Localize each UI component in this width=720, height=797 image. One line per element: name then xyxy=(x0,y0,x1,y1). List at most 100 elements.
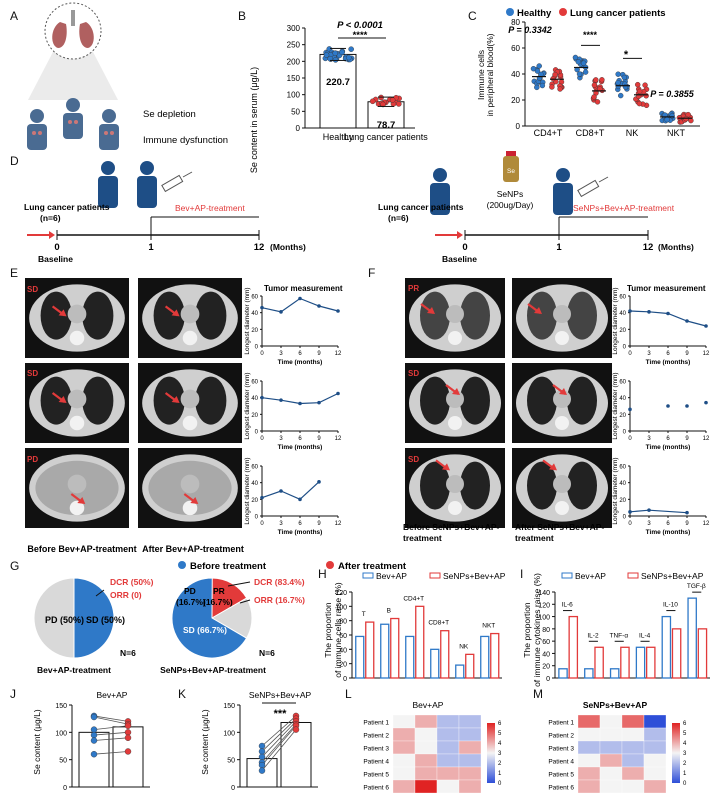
bar-category-label: T xyxy=(362,611,366,618)
c-point xyxy=(557,86,563,92)
chart-point xyxy=(298,401,302,406)
bar-i xyxy=(671,628,682,679)
heatmap-cell xyxy=(458,766,482,781)
ct-lung-right xyxy=(567,291,597,340)
chart-xtick-label: 12 xyxy=(703,521,710,527)
chart-point xyxy=(647,310,651,314)
ct-spine xyxy=(555,416,569,430)
b-ytick-label: 0 xyxy=(296,124,301,133)
d-left-unit: (Months) xyxy=(270,242,306,252)
ct-spine xyxy=(69,415,85,431)
chart-point xyxy=(685,510,689,515)
b-point xyxy=(348,46,354,52)
f-caption-before-2: treatment xyxy=(403,533,442,543)
chart-xtick-label: 0 xyxy=(260,351,264,357)
ct-image-before xyxy=(25,448,129,528)
b-point xyxy=(389,97,396,103)
chart-ylabel: Longest diameter (mm) xyxy=(612,372,619,439)
m-title: SeNPs+Bev+AP xyxy=(583,700,648,710)
heatmap-cell xyxy=(458,779,482,794)
h-legend-bev: Bev+AP xyxy=(376,571,407,581)
ct-mediastinum xyxy=(180,474,200,494)
paired-line xyxy=(93,731,129,736)
bar-h xyxy=(405,635,415,679)
panel-k: SeNPs+Bev+AP Se content (μg/L) *** 05010… xyxy=(200,690,318,792)
chart-xtick-label: 12 xyxy=(335,351,342,357)
ct-spine xyxy=(182,415,198,431)
heatmap-cell xyxy=(621,766,645,781)
d-right-n: (n=6) xyxy=(388,213,409,223)
c-ylabel-line1: Immune cells xyxy=(476,50,486,100)
heatmap-scale-label: 4 xyxy=(498,741,502,747)
c-point xyxy=(618,92,624,99)
ct-mediastinum xyxy=(67,474,87,494)
chart-xtick-label: 3 xyxy=(647,436,651,442)
ct-arrow-head xyxy=(190,497,199,504)
e-chart-title: Tumor measurement xyxy=(264,284,343,293)
b-point xyxy=(323,52,330,58)
bar-ytick-label: 0 xyxy=(343,676,347,683)
b-point xyxy=(332,50,339,56)
c-point xyxy=(591,82,598,88)
c-point xyxy=(539,82,546,89)
immune-dysfunction-label: Immune dysfunction xyxy=(143,135,228,146)
ct-mediastinum xyxy=(553,475,571,493)
ct-lung-right xyxy=(460,291,490,340)
g-callout xyxy=(227,581,251,587)
chart-ylabel: Longest diameter (mm) xyxy=(244,372,251,439)
chart-xlabel: Time (months) xyxy=(646,359,691,366)
paired-point xyxy=(90,713,98,721)
c-ytick-label: 20 xyxy=(511,96,520,105)
paired-ytick-label: 100 xyxy=(223,730,235,737)
bar-ytick-label: 120 xyxy=(335,590,347,597)
ct-arrow-head xyxy=(77,497,86,504)
paired-ytick-label: 50 xyxy=(59,758,67,765)
heatmap-cell xyxy=(621,753,645,768)
heatmap-cell xyxy=(414,714,438,729)
syringe-icon xyxy=(161,171,193,193)
h-ylabel-line1: The proportion xyxy=(323,602,333,658)
b-ytick-label: 300 xyxy=(287,24,301,33)
chart-xtick-label: 9 xyxy=(317,436,321,442)
bar-h xyxy=(415,605,425,679)
bar-h xyxy=(440,630,450,679)
ct-lung-left xyxy=(527,291,557,340)
c-point xyxy=(536,63,542,69)
heatmap-scale-label: 2 xyxy=(683,761,687,767)
chart-ytick-label: 0 xyxy=(255,515,259,521)
chart-point xyxy=(628,407,632,412)
person-icon xyxy=(98,161,573,215)
ct-mediastinum xyxy=(180,389,200,409)
bar-ytick-label: 80 xyxy=(339,619,347,626)
b-ylabel: Se content in serum (μg/L) xyxy=(249,67,259,173)
ct-spine xyxy=(69,500,85,516)
heatmap-scale-label: 3 xyxy=(683,751,687,757)
chart-ytick-label: 0 xyxy=(623,515,627,521)
c-point xyxy=(643,93,649,99)
bar-i xyxy=(609,668,620,679)
panel-letter-e: E xyxy=(10,266,18,280)
c-legend-healthy: Healthy xyxy=(517,8,552,19)
d-left-group: Lung cancer patients xyxy=(24,202,110,212)
f-caption-after-2: treatment xyxy=(515,533,554,543)
chart-xtick-label: 3 xyxy=(279,436,283,442)
bar-ytick-label: 60 xyxy=(339,633,347,640)
ct-spine xyxy=(69,330,85,346)
chart-ytick-label: 40 xyxy=(251,311,258,317)
c-point xyxy=(576,71,583,77)
c-xcat-nk: NK xyxy=(626,128,639,138)
paired-point xyxy=(124,734,132,741)
f-tag-2: SD xyxy=(408,369,419,378)
panel-letter-b: B xyxy=(238,9,246,23)
pie-slice xyxy=(171,577,248,659)
ct-arrow-head xyxy=(171,309,180,317)
e-caption-before: Before Bev+AP-treatment xyxy=(27,544,136,554)
d-right-timeline xyxy=(435,216,649,240)
c-point xyxy=(669,113,675,119)
heatmap-row-label: Patient 3 xyxy=(548,746,574,753)
c-annot-cd8: **** xyxy=(583,30,598,40)
ct-arrow-head xyxy=(427,307,435,314)
d-left-treatment: Bev+AP-treatment xyxy=(175,203,245,213)
